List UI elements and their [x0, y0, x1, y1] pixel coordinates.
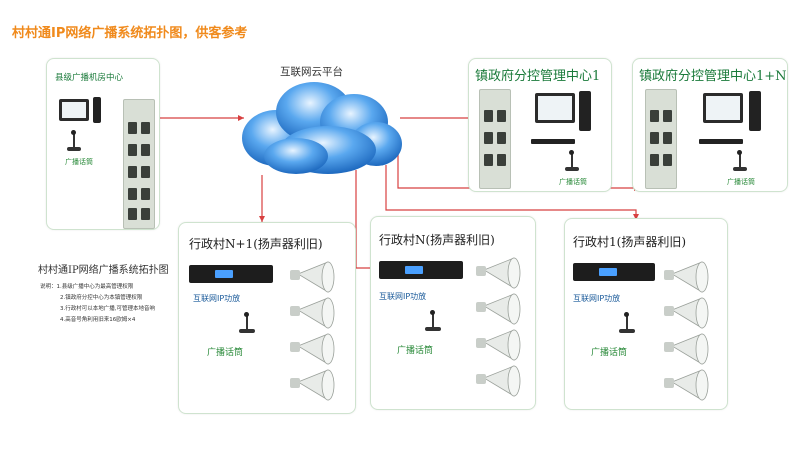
server-rack-icon	[123, 99, 155, 229]
legend-line-4: 4.高音号角利用旧来16欧姆×4	[60, 317, 136, 323]
townN-mic-label: 广播话筒	[727, 178, 755, 186]
computer-tower-icon	[93, 97, 101, 123]
server-rack-icon	[645, 89, 677, 189]
computer-tower-icon	[579, 91, 591, 131]
horn-speaker-icon	[290, 333, 335, 365]
amp-label: 互联网IP功放	[573, 294, 621, 303]
cloud-icon	[242, 82, 402, 174]
computer-tower-icon	[749, 91, 761, 131]
horn-speaker-icon	[476, 257, 521, 289]
ip-amplifier-icon	[189, 265, 273, 283]
microphone-icon	[239, 329, 255, 333]
microphone-icon	[67, 147, 81, 151]
microphone-icon	[733, 167, 747, 171]
microphone-icon	[619, 329, 635, 333]
page-title: 村村通IP网络广播系统拓扑图，供客参考	[12, 26, 248, 41]
horn-speaker-icon	[664, 297, 709, 329]
town1-title: 镇政府分控管理中心1	[475, 69, 601, 84]
horn-speaker-icon	[290, 297, 335, 329]
county-mic-label: 广播话筒	[65, 158, 93, 166]
link-cloud-village-n	[355, 170, 376, 269]
ip-amplifier-icon	[573, 263, 655, 281]
town1-mic-label: 广播话筒	[559, 178, 587, 186]
town-center-n-box: 镇政府分控管理中心1+N 广播话筒	[632, 58, 788, 192]
horn-speaker-icon	[290, 261, 335, 293]
legend-line-2: 2.镇政府分控中心为本镇管理权限	[60, 295, 143, 301]
town-center-1-box: 镇政府分控管理中心1 广播话筒	[468, 58, 612, 192]
horn-speaker-icon	[476, 329, 521, 361]
horn-speaker-icon	[664, 333, 709, 365]
county-center-box: 县级广播机房中心 广播话筒	[46, 58, 160, 230]
horn-speaker-icon	[476, 365, 521, 397]
monitor-icon	[535, 93, 575, 123]
legend-line-3: 3.行政村可以本地广播,可管理本地音响	[60, 306, 155, 312]
horn-speaker-icon	[664, 261, 709, 293]
horn-speaker-icon	[664, 369, 709, 401]
cloud-label: 互联网云平台	[280, 66, 343, 78]
village-title: 行政村N(扬声器利旧)	[379, 233, 495, 247]
ip-amplifier-icon	[379, 261, 463, 279]
townN-title: 镇政府分控管理中心1+N	[639, 69, 787, 84]
microphone-icon	[425, 327, 441, 331]
horn-speaker-icon	[476, 293, 521, 325]
monitor-icon	[59, 99, 89, 121]
keyboard-icon	[699, 139, 743, 144]
legend-title: 村村通IP网络广播系统拓扑图	[38, 265, 169, 276]
horn-speaker-icon	[290, 369, 335, 401]
village-title: 行政村1(扬声器利旧)	[573, 235, 686, 249]
mic-label: 广播话筒	[591, 348, 628, 358]
amp-label: 互联网IP功放	[379, 292, 427, 301]
mic-label: 广播话筒	[397, 346, 434, 356]
keyboard-icon	[531, 139, 575, 144]
legend-line-1: 说明：1.县级广播中心为最高管理权限	[40, 284, 134, 290]
mic-label: 广播话筒	[207, 348, 244, 358]
monitor-icon	[703, 93, 743, 123]
county-title: 县级广播机房中心	[55, 73, 124, 83]
microphone-icon	[565, 167, 579, 171]
village-title: 行政村N+1(扬声器利旧)	[189, 237, 323, 251]
amp-label: 互联网IP功放	[193, 294, 241, 303]
server-rack-icon	[479, 89, 511, 189]
